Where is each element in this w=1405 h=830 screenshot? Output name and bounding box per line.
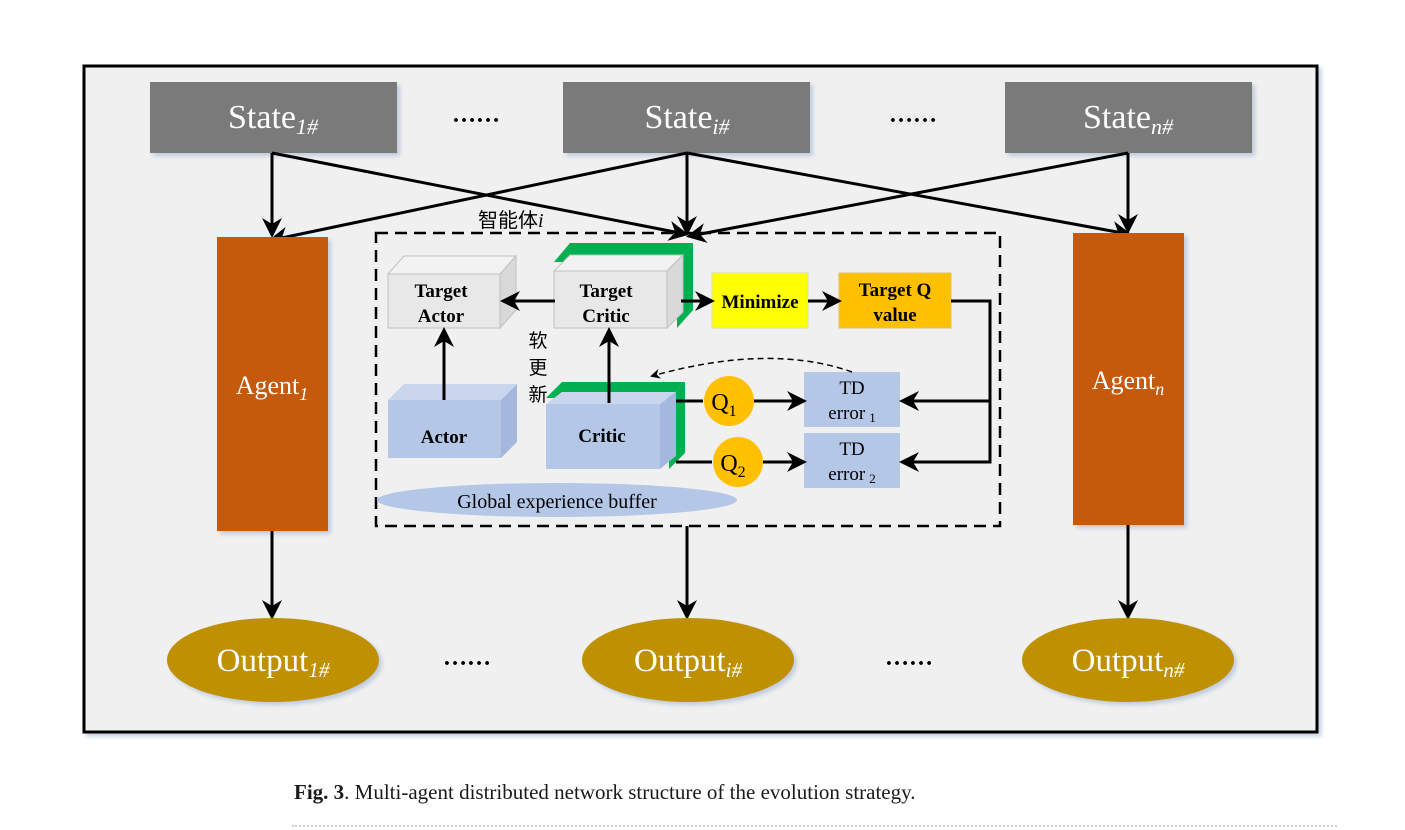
svg-text:Agent1: Agent1 <box>236 371 309 404</box>
svg-text:Q2: Q2 <box>720 451 745 481</box>
actor-label: Actor <box>421 427 468 448</box>
td-error-1-line1: TD <box>839 378 864 399</box>
td-error-2-line2: error <box>828 464 866 485</box>
q2-circle: Q2 <box>713 437 763 487</box>
soft-update-char-1: 软 <box>528 330 547 352</box>
output-ellipsis-2: …… <box>885 645 933 671</box>
agent-1-sub: 1 <box>299 384 308 404</box>
output-1-sub: 1# <box>308 658 330 682</box>
state-i-sub: i# <box>712 114 730 139</box>
td-error-2-sub: 2 <box>869 471 876 486</box>
td-error-1-sub: 1 <box>869 410 876 425</box>
agent-i-container <box>374 231 1002 528</box>
state-n-sub: n# <box>1151 114 1174 139</box>
figure-caption: Fig. 3. Multi-agent distributed network … <box>294 780 916 805</box>
q2-label: Q <box>720 451 737 477</box>
q1-circle: Q1 <box>704 376 754 426</box>
output-n-sub: n# <box>1163 658 1185 682</box>
svg-text:State1#: State1# <box>228 99 319 139</box>
td-error-1-line2: error <box>828 403 866 424</box>
q2-sub: 2 <box>738 464 746 481</box>
state-box-i: Statei# <box>563 82 810 153</box>
state-i-label: State <box>644 99 712 136</box>
minimize-label: Minimize <box>721 292 798 313</box>
q1-sub: 1 <box>729 403 737 420</box>
q1-label: Q <box>711 390 728 416</box>
state-ellipsis-2: …… <box>889 102 937 128</box>
svg-text:Statei#: Statei# <box>644 99 730 139</box>
agent-i-label-text: 智能体 <box>478 209 538 232</box>
critic-label: Critic <box>578 426 625 447</box>
buffer-label: Global experience buffer <box>457 491 657 513</box>
soft-update-char-2: 更 <box>528 358 547 379</box>
state-n-label: State <box>1083 99 1151 136</box>
target-critic-box: Target Critic <box>552 243 693 330</box>
state-ellipsis-1: …… <box>452 102 500 128</box>
target-q-box: Target Q value <box>838 272 952 329</box>
target-actor-line2: Actor <box>418 306 465 327</box>
output-i-sub: i# <box>726 658 743 682</box>
output-i-ellipse: Outputi# <box>582 618 794 702</box>
state-1-sub: 1# <box>296 114 319 139</box>
agent-1-label: Agent <box>236 371 300 400</box>
inner-arrows <box>434 291 992 472</box>
agent-i-label: 智能体i <box>478 209 544 232</box>
soft-update-label: 软 更 新 <box>528 330 547 406</box>
output-n-label: Output <box>1072 643 1164 679</box>
output-n-ellipse: Outputn# <box>1022 618 1234 702</box>
target-critic-line1: Target <box>579 281 633 302</box>
agent-to-output-arrows <box>262 525 1138 620</box>
figure-caption-text: . Multi-agent distributed network struct… <box>344 780 916 804</box>
actor-box: Actor <box>388 384 517 458</box>
state-box-1: State1# <box>150 82 397 153</box>
soft-update-char-3: 新 <box>528 384 547 406</box>
svg-text:Staten#: Staten# <box>1083 99 1174 139</box>
agent-1-box: Agent1 <box>217 237 328 531</box>
target-actor-box: Target Actor <box>386 254 518 330</box>
global-experience-buffer: Global experience buffer <box>377 483 737 517</box>
output-1-ellipse: Output1# <box>167 618 379 702</box>
svg-text:Output1#: Output1# <box>217 643 330 682</box>
state-box-n: Staten# <box>1005 82 1252 153</box>
target-q-line1: Target Q <box>859 280 932 301</box>
minimize-box: Minimize <box>711 272 809 329</box>
target-actor-line1: Target <box>414 281 468 302</box>
agent-n-box: Agentn <box>1073 233 1184 525</box>
output-1-label: Output <box>217 643 309 679</box>
critic-box: Critic <box>546 382 685 469</box>
svg-text:Outputi#: Outputi# <box>634 643 743 682</box>
state-1-label: State <box>228 99 296 136</box>
agent-i-label-var: i <box>538 210 544 232</box>
caption-divider <box>292 825 1337 827</box>
agent-n-sub: n <box>1155 379 1164 399</box>
svg-text:Q1: Q1 <box>711 390 736 420</box>
output-i-label: Output <box>634 643 726 679</box>
td-feedback-curve <box>650 357 853 379</box>
target-critic-line2: Critic <box>582 306 629 327</box>
output-ellipsis-1: …… <box>443 645 491 671</box>
state-to-agent-arrows <box>262 151 1138 247</box>
agent-n-label: Agent <box>1092 366 1156 395</box>
svg-text:Agentn: Agentn <box>1092 366 1165 399</box>
target-q-line2: value <box>873 305 916 326</box>
svg-text:Outputn#: Outputn# <box>1072 643 1185 682</box>
td-error-2-line1: TD <box>839 439 864 460</box>
figure-label: Fig. 3 <box>294 780 345 804</box>
